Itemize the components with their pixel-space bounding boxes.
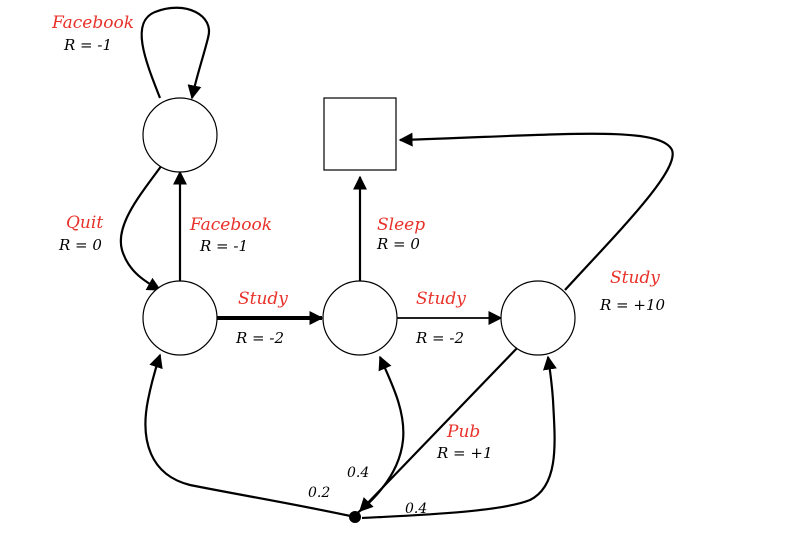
sleep-reward-label: R = 0	[376, 235, 420, 253]
pub-action-label: Pub	[446, 422, 480, 442]
quit-edge	[119, 164, 163, 291]
study1-action-label: Study	[238, 289, 288, 309]
pub-prob-c2-edge	[354, 355, 405, 516]
study3-action-label: Study	[610, 268, 660, 288]
facebook-state-node	[142, 97, 218, 173]
class3-state-node	[500, 280, 576, 356]
facebook-reward-label: R = -1	[199, 237, 248, 255]
terminal-sleep-node	[323, 97, 397, 171]
prob-c1-label: 0.2	[308, 485, 330, 501]
study-c3-sleep-edge	[398, 132, 674, 291]
quit-action-label: Quit	[66, 213, 103, 233]
facebook-loop-reward-label: R = -1	[63, 36, 112, 54]
study2-reward-label: R = -2	[415, 329, 464, 347]
pub-prob-c3-edge	[361, 355, 557, 520]
study2-action-label: Study	[416, 289, 466, 309]
prob-c2-label: 0.4	[347, 465, 369, 481]
pub-reward-label: R = +1	[436, 444, 493, 462]
class2-state-node	[322, 280, 398, 356]
study3-reward-label: R = +10	[599, 296, 666, 314]
pub-chance-node	[349, 511, 361, 523]
prob-c3-label: 0.4	[405, 501, 427, 517]
quit-reward-label: R = 0	[58, 236, 102, 254]
facebook-self-loop-edge	[140, 6, 211, 100]
facebook-action-label: Facebook	[189, 215, 272, 235]
facebook-loop-action-label: Facebook	[51, 13, 134, 33]
class1-state-node	[142, 280, 218, 356]
pub-prob-c1-edge	[144, 353, 356, 519]
sleep-action-label: Sleep	[377, 215, 425, 235]
study1-reward-label: R = -2	[235, 329, 284, 347]
